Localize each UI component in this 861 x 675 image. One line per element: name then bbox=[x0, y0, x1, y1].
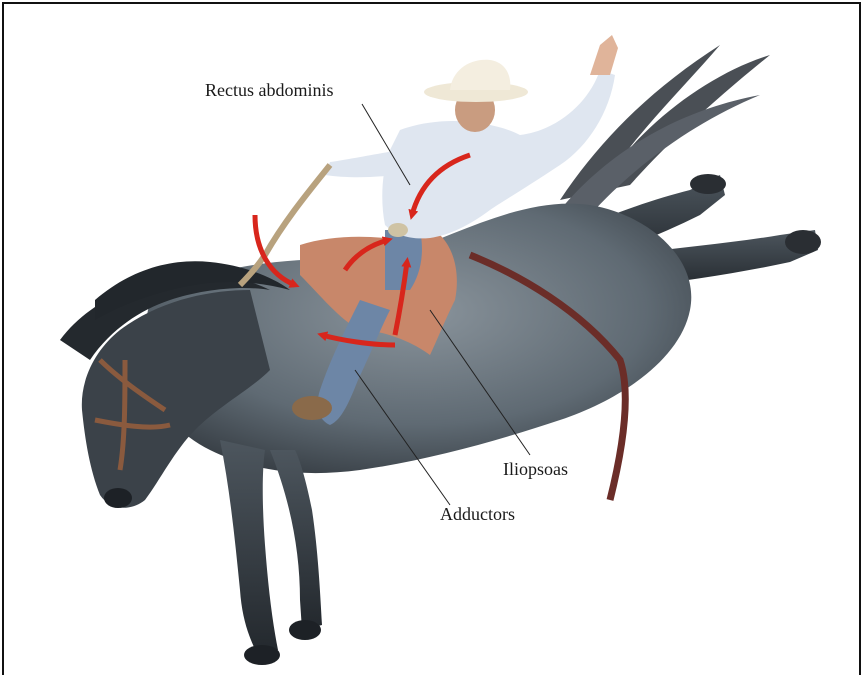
rider-boot bbox=[292, 396, 332, 420]
cowboy-hat-icon bbox=[424, 60, 528, 102]
label-iliopsoas: Iliopsoas bbox=[503, 459, 568, 480]
rider-raised-hand bbox=[590, 35, 618, 75]
label-rectus-abdominis: Rectus abdominis bbox=[205, 80, 334, 101]
horse-front-legs bbox=[220, 440, 322, 665]
belt-buckle bbox=[388, 223, 408, 237]
label-adductors: Adductors bbox=[440, 504, 515, 525]
